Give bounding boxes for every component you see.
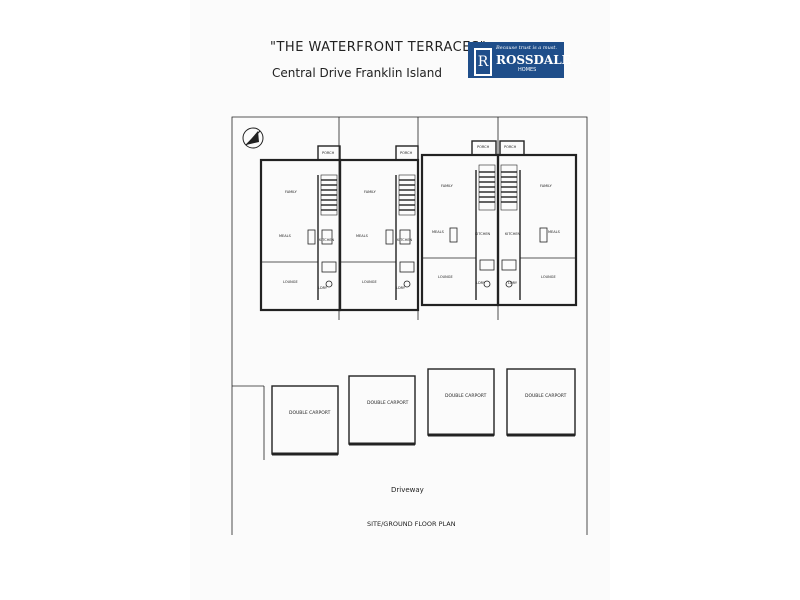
logo-mark: R [474, 48, 492, 76]
meals-label-3: MEALS [432, 230, 444, 234]
project-title: "THE WATERFRONT TERRACES" [270, 40, 487, 55]
laundry-label-1: LDRY [318, 286, 327, 290]
carport-4-outline [506, 368, 576, 436]
unit-4-plan [496, 140, 578, 307]
meals-label-1: MEALS [279, 234, 291, 238]
kitchen-label-1: KITCHEN [319, 238, 335, 242]
laundry-label-2: LDRY [396, 286, 405, 290]
meals-label-2: MEALS [356, 234, 368, 238]
carport-label-2: DOUBLE CARPORT [367, 401, 409, 406]
rossdale-logo: R Because trust is a must. ROSSDALE HOME… [468, 42, 571, 78]
carport-label-4: DOUBLE CARPORT [525, 394, 567, 399]
unit-3-plan [420, 140, 500, 307]
carport-3-outline [427, 368, 495, 436]
laundry-label-3: LDRY [476, 281, 485, 285]
lounge-label-4: LOUNGE [541, 275, 556, 279]
lounge-label-3: LOUNGE [438, 275, 453, 279]
porch-label-4: PORCH [504, 145, 517, 149]
lounge-label-2: LOUNGE [362, 280, 377, 284]
porch-label-2: PORCH [400, 151, 413, 155]
unit-2-plan [338, 145, 420, 312]
carport-1-outline [271, 385, 339, 455]
unit-1-plan [259, 145, 342, 312]
family-label-1: FAMILY [285, 190, 297, 194]
north-arrow-icon [242, 127, 264, 149]
project-address: Central Drive Franklin Island [272, 66, 442, 80]
carport-label-3: DOUBLE CARPORT [445, 394, 487, 399]
porch-label-1: PORCH [322, 151, 335, 155]
carport-2-outline [348, 375, 416, 445]
kitchen-label-4: KITCHEN [505, 232, 521, 236]
family-label-2: FAMILY [364, 190, 376, 194]
lounge-label-1: LOUNGE [283, 280, 298, 284]
kitchen-label-3: KITCHEN [475, 232, 491, 236]
site-boundary [231, 116, 588, 535]
family-label-3: FAMILY [441, 184, 453, 188]
driveway-label: Driveway [391, 486, 424, 494]
carport-label-1: DOUBLE CARPORT [289, 411, 331, 416]
laundry-label-4: LDRY [508, 281, 517, 285]
porch-label-3: PORCH [477, 145, 490, 149]
carports [271, 368, 576, 456]
logo-tagline: Because trust is a must. [496, 45, 557, 51]
meals-label-4: MEALS [548, 230, 560, 234]
kitchen-label-2: KITCHEN [397, 238, 413, 242]
logo-brand: ROSSDALE [496, 53, 571, 67]
plan-title: SITE/GROUND FLOOR PLAN [367, 520, 456, 528]
logo-sub: HOMES [518, 67, 537, 73]
family-label-4: FAMILY [540, 184, 552, 188]
